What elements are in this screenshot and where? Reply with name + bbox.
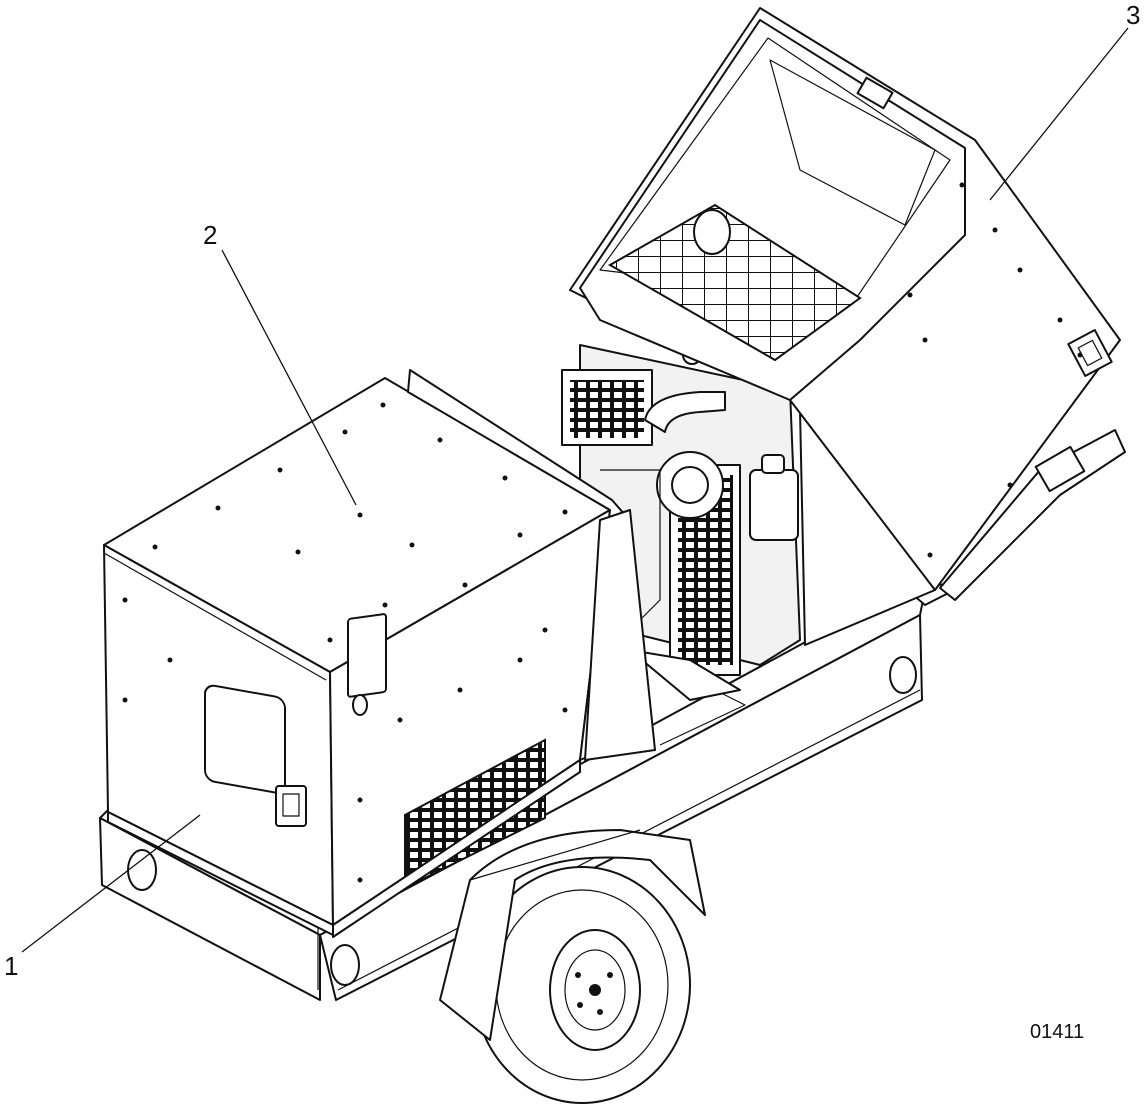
open-hood-lid (569, 7, 1126, 601)
drawing-number: 01411 (1030, 1021, 1084, 1043)
generator-enclosure (103, 369, 656, 938)
callout-1: 1 (4, 814, 201, 981)
callout-3: 3 (989, 0, 1140, 201)
wheel-assembly (473, 866, 691, 1104)
enclosure-bolts (122, 402, 568, 883)
callout-label-1: 1 (4, 951, 18, 981)
callout-2: 2 (203, 220, 357, 506)
lid-bolts (907, 182, 1083, 558)
wheel-fender (439, 829, 706, 1041)
callout-label-3: 3 (1126, 0, 1140, 30)
callout-label-2: 2 (203, 220, 217, 250)
